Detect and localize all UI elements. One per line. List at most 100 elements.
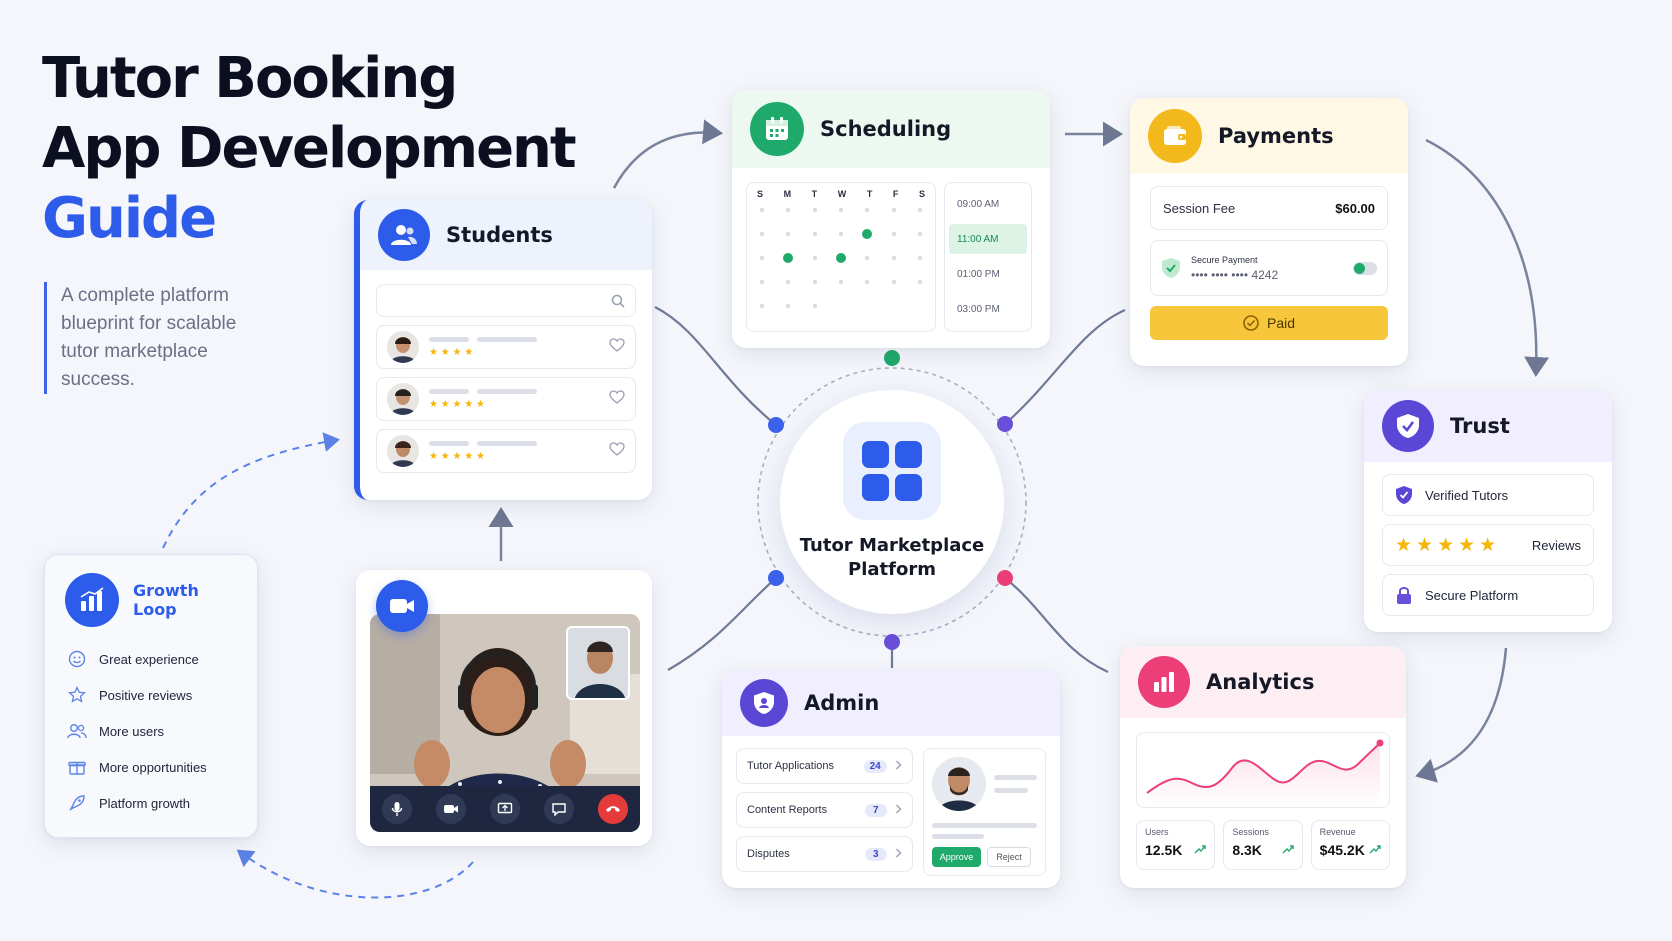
calendar-day-cell[interactable] <box>786 207 791 213</box>
trend-up-icon <box>1282 841 1294 859</box>
screen-share-icon[interactable] <box>490 794 520 824</box>
calendar-day-cell[interactable] <box>786 231 791 237</box>
calendar-day-cell[interactable] <box>836 301 846 311</box>
chat-icon[interactable] <box>544 794 574 824</box>
paid-label: Paid <box>1266 315 1296 331</box>
ring-node-blue-bottom <box>768 570 784 586</box>
search-icon <box>611 294 625 308</box>
weekday-label: T <box>866 189 873 199</box>
gift-icon <box>67 758 87 776</box>
calendar-day-cell[interactable] <box>862 301 872 311</box>
calendar-day-cell[interactable] <box>865 255 870 261</box>
calendar-day-cell[interactable] <box>891 207 896 213</box>
heart-icon[interactable] <box>609 337 625 357</box>
analytics-stat-label: Revenue <box>1319 827 1356 837</box>
student-avatar <box>387 435 419 467</box>
time-slot[interactable]: 03:00 PM <box>957 303 1000 315</box>
growth-loop-item: Positive reviews <box>67 677 235 713</box>
calendar-day-cell[interactable] <box>786 303 791 309</box>
trust-card: Trust Verified Tutors ★★★★★ Reviews Secu… <box>1364 390 1612 632</box>
students-card: Students ★ ★ ★ ★★ ★ ★ ★ ★★ ★ ★ ★ ★ <box>354 200 652 500</box>
calendar-day-cell[interactable] <box>865 279 870 285</box>
heart-icon[interactable] <box>609 441 625 461</box>
calendar-day-cell[interactable] <box>889 301 899 311</box>
calendar-day-cell[interactable] <box>838 231 844 237</box>
ring-node-purple-top <box>997 416 1013 432</box>
session-fee-row: Session Fee $60.00 <box>1150 186 1388 230</box>
calendar-day-cell[interactable] <box>812 207 817 213</box>
time-slot[interactable]: 09:00 AM <box>957 198 1000 210</box>
bar-chart-icon <box>65 573 119 627</box>
calendar-day-cell[interactable] <box>917 231 923 237</box>
apps-grid-icon <box>843 422 941 520</box>
calendar-day-cell[interactable] <box>759 279 765 285</box>
growth-loop-item: Great experience <box>67 641 235 677</box>
student-search-input[interactable] <box>376 284 636 317</box>
trust-title: Trust <box>1450 414 1510 438</box>
trust-item-secure: Secure Platform <box>1382 574 1594 616</box>
calendar-day-cell[interactable] <box>812 303 817 309</box>
admin-item-count: 7 <box>864 803 887 817</box>
time-slot[interactable]: 01:00 PM <box>957 268 1000 280</box>
calendar-day-cell[interactable] <box>891 255 896 261</box>
weekday-label: S <box>757 189 764 199</box>
calendar-day-cell[interactable] <box>838 279 844 285</box>
calendar-day-cell[interactable] <box>759 231 765 237</box>
calendar-day-cell[interactable] <box>812 231 817 237</box>
calendar-day-cell[interactable] <box>812 255 817 261</box>
analytics-stat: Revenue $45.2K <box>1310 820 1390 870</box>
growth-loop-item: More users <box>67 713 235 749</box>
calendar-day-cell[interactable] <box>891 231 896 237</box>
calendar-day-cell[interactable] <box>838 207 844 213</box>
chevron-right-icon <box>895 845 902 863</box>
weekday-label: W <box>837 189 847 199</box>
calendar-day-cell[interactable] <box>917 207 923 213</box>
calendar-day-cell[interactable] <box>917 279 923 285</box>
lock-icon <box>1397 587 1411 604</box>
reject-button[interactable]: Reject <box>987 847 1031 867</box>
calendar-day-cell[interactable] <box>891 279 896 285</box>
calendar-day-cell[interactable] <box>783 253 794 263</box>
student-list-item[interactable]: ★ ★ ★ ★ ★ <box>376 377 636 421</box>
calendar-day-cell[interactable] <box>759 207 765 213</box>
calendar-day-cell[interactable] <box>759 255 765 261</box>
wallet-icon <box>1148 109 1202 163</box>
end-call-icon[interactable] <box>598 794 628 824</box>
calendar-day-cell[interactable] <box>862 229 873 239</box>
tutor-applicant-preview: Approve Reject <box>922 748 1046 876</box>
star-rating-icon: ★★★★★ <box>1395 534 1501 556</box>
calendar-day-cell[interactable] <box>915 301 925 311</box>
calendar-day-cell[interactable] <box>786 279 791 285</box>
chevron-right-icon <box>895 757 902 775</box>
microphone-icon[interactable] <box>382 794 412 824</box>
time-slot[interactable]: 11:00 AM <box>949 224 1027 254</box>
ring-node-purple-bottom <box>884 634 900 650</box>
analytics-stat-value: $45.2K <box>1319 842 1365 858</box>
student-avatar <box>387 331 419 363</box>
approve-button[interactable]: Approve <box>931 847 982 867</box>
student-avatar <box>387 383 419 415</box>
payment-toggle[interactable] <box>1353 261 1377 275</box>
paid-button[interactable]: Paid <box>1150 306 1388 340</box>
camera-icon[interactable] <box>436 794 466 824</box>
ring-node-blue-top <box>768 417 784 433</box>
shield-check-icon <box>1162 258 1180 278</box>
student-list-item[interactable]: ★ ★ ★ ★ ★ <box>376 429 636 473</box>
calendar-day-cell[interactable] <box>865 207 870 213</box>
calendar-day-cell[interactable] <box>917 255 923 261</box>
applicant-avatar <box>931 757 986 811</box>
calendar-day-cell[interactable] <box>835 253 846 263</box>
trust-item-reviews-label: Reviews <box>1531 537 1581 553</box>
calendar-day-cell[interactable] <box>759 303 765 309</box>
student-list-item[interactable]: ★ ★ ★ ★ <box>376 325 636 369</box>
growth-loop-item: More opportunities <box>67 749 235 785</box>
calendar-day-cell[interactable] <box>812 279 817 285</box>
heart-icon[interactable] <box>609 389 625 409</box>
chevron-right-icon <box>895 801 902 819</box>
weekday-label: S <box>918 189 925 199</box>
page-title: Tutor Booking App Development Guide <box>42 44 577 254</box>
